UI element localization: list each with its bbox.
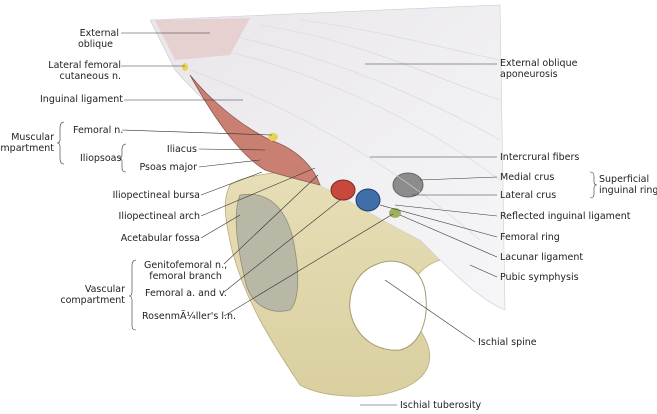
label-femoral-n: Femoral n. [73,125,124,136]
superficial-inguinal-ring [392,172,424,198]
lateral-femoral-cutaneous-nerve [182,63,188,71]
external-oblique-muscle [155,18,250,60]
label-lateral-femoral-cutaneous: Lateral femoral cutaneous n. [48,60,121,82]
label-line: cutaneous n. [59,71,122,82]
label-psoas-major: Psoas major [139,162,197,173]
label-iliopsoas: Iliopsoas [80,153,122,164]
label-line: Superficial [599,174,650,185]
iliopsoas-muscle [189,74,321,186]
label-femoral-ring: Femoral ring [500,232,560,243]
label-iliacus: Iliacus [166,144,197,155]
label-lateral-crus: Lateral crus [500,190,557,201]
label-muscular-compartment: Muscular compartment [0,132,54,154]
label-line: compartment [0,143,54,154]
label-vascular-compartment: Vascular compartment [60,284,125,306]
label-ext-oblique-aponeurosis: External oblique aponeurosis [500,58,577,80]
label-line: External oblique [500,58,578,69]
label-line: femoral branch [149,271,222,282]
label-line: Vascular [84,284,125,295]
label-ischial-tuberosity: Ischial tuberosity [400,400,482,411]
label-line: Muscular [11,132,54,143]
lymph-node [389,208,401,218]
label-femoral-a-v: Femoral a. and v. [145,288,227,299]
label-line: compartment [60,295,125,306]
label-genitofemoral: Genitofemoral n., femoral branch [144,260,227,282]
label-inguinal-ligament: Inguinal ligament [40,94,123,105]
label-pubic-symphysis: Pubic symphysis [500,272,579,283]
label-iliopectineal-bursa: Iliopectineal bursa [112,190,200,201]
label-line: aponeurosis [500,69,558,80]
label-ischial-spine: Ischial spine [478,337,537,348]
label-external-oblique: External oblique [78,28,119,50]
label-line: Lateral femoral [48,60,121,71]
label-line: Genitofemoral n., [144,260,228,271]
obturator-foramen [349,260,427,351]
label-line: External [79,28,119,39]
label-line: oblique [77,39,113,50]
label-superficial-inguinal-ring: Superficial inguinal ring [599,174,657,196]
femoral-nerve [268,133,278,141]
label-medial-crus: Medial crus [500,172,555,183]
label-lacunar-ligament: Lacunar ligament [500,252,584,263]
label-iliopectineal-arch: Iliopectineal arch [118,211,200,222]
label-reflected-inguinal-ligament: Reflected inguinal ligament [500,211,631,222]
acetabular-fossa [235,193,299,312]
femoral-vein [355,188,381,212]
label-acetabular-fossa: Acetabular fossa [120,233,200,244]
label-line: inguinal ring [599,185,657,196]
braces [56,121,598,331]
femoral-artery [330,179,356,201]
fiber-lines [169,19,501,241]
label-rosenmuller-ln: RosenmÃ¼ller's l.n. [142,311,237,322]
label-intercrural-fibers: Intercrural fibers [500,152,580,163]
leader-lines [121,32,498,406]
